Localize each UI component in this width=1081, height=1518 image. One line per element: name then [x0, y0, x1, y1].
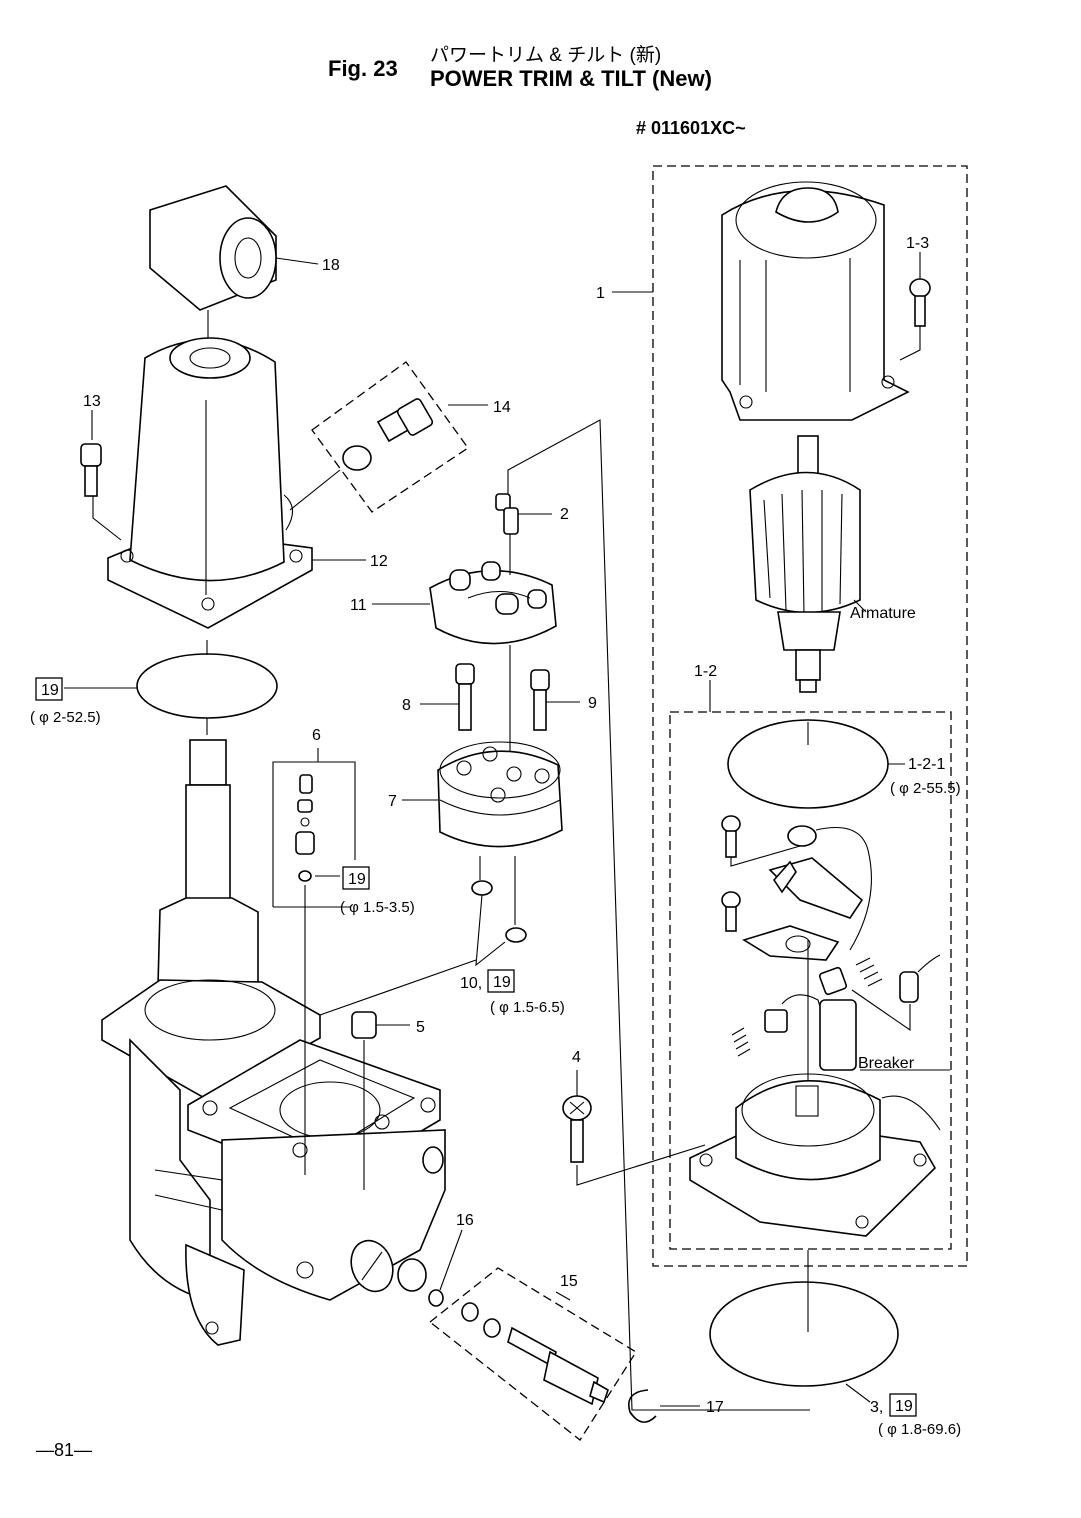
- callout-1: 1: [596, 285, 605, 302]
- callout-16: 16: [456, 1212, 474, 1229]
- pump-body: [101, 979, 446, 1346]
- part-1-3-screw: [899, 252, 931, 361]
- callout-18: 18: [322, 257, 340, 274]
- spec-o-ring-1-2-1: ( φ 2-55.5): [890, 780, 961, 797]
- piston-rod: [157, 739, 259, 996]
- callout-4: 4: [572, 1049, 581, 1066]
- part-15-manual-valve-assembly: [428, 1267, 637, 1441]
- callout-1-2-1: 1-2-1: [908, 756, 945, 773]
- page-number: —81—: [36, 1440, 93, 1460]
- callout-1-3: 1-3: [906, 235, 929, 252]
- callout-11: 11: [350, 597, 367, 614]
- callout-9: 9: [588, 695, 597, 712]
- boxed-19-3-frame: [889, 1393, 917, 1417]
- label-armature: Armature: [850, 605, 916, 622]
- callout-13: 13: [83, 393, 101, 410]
- boxed-19-10: 19: [493, 974, 511, 991]
- callout-2: 2: [560, 506, 569, 523]
- brush-holder-frame: [669, 711, 952, 1250]
- part-5-check-valve: [351, 1011, 410, 1190]
- callout-12: 12: [370, 553, 388, 570]
- part-12-cylinder: [107, 337, 366, 629]
- callout-5: 5: [416, 1019, 425, 1036]
- label-breaker: Breaker: [858, 1055, 915, 1072]
- callout-14: 14: [493, 399, 511, 416]
- title-japanese: パワートリム & チルト (新): [430, 45, 662, 66]
- part-17-snap-ring: [628, 1389, 700, 1423]
- part-14-plug-assembly: [289, 361, 488, 513]
- spec-o-ring-valve: ( φ 1.5-3.5): [340, 899, 415, 916]
- title-english: POWER TRIM & TILT (New): [430, 66, 712, 91]
- part-4-screw: [562, 1070, 706, 1186]
- breaker-parts: [721, 815, 950, 1100]
- motor-yoke: [721, 181, 910, 421]
- boxed-19-top: 19: [41, 682, 59, 699]
- o-ring-19-top: [64, 640, 278, 735]
- figure-number: Fig. 23: [328, 56, 398, 81]
- callout-1-2: 1-2: [694, 663, 717, 680]
- part-8-bolt: [420, 663, 475, 731]
- prefix-10: 10,: [460, 975, 482, 992]
- part-7-pump-gear-housing: [402, 741, 563, 925]
- serial-range: # 011601XC~: [636, 118, 746, 138]
- motor-assembly-frame: [652, 165, 968, 1267]
- part-13-bolt: [80, 410, 122, 541]
- boxed-19-top-frame: [35, 677, 63, 701]
- prefix-3: 3,: [870, 1399, 883, 1416]
- spec-o-ring-top: ( φ 2-52.5): [30, 709, 101, 726]
- armature: [749, 435, 867, 693]
- part-6-valve-assembly: [272, 748, 356, 1175]
- spec-o-ring-10: ( φ 1.5-6.5): [490, 999, 565, 1016]
- boxed-19-valve: 19: [348, 871, 366, 888]
- spec-o-ring-3: ( φ 1.8-69.6): [878, 1421, 961, 1438]
- callout-7: 7: [388, 793, 397, 810]
- motor-end-cap: [689, 1073, 941, 1237]
- part-9-bolt: [530, 669, 580, 731]
- part-16-o-ring: [428, 1229, 463, 1307]
- part-11-valve-plate: [372, 561, 557, 760]
- o-ring-3: [709, 1250, 899, 1403]
- o-ring-1-2-1: [727, 719, 905, 809]
- boxed-19-3: 19: [895, 1398, 913, 1415]
- callout-8: 8: [402, 697, 411, 714]
- callout-15: 15: [560, 1273, 578, 1290]
- callout-17: 17: [706, 1399, 724, 1416]
- part-2-pin: [495, 419, 810, 1411]
- part-10-o-rings: [319, 880, 527, 1016]
- boxed-19-10-frame: [487, 969, 515, 993]
- boxed-19-valve-frame: [342, 866, 370, 890]
- callout-6: 6: [312, 727, 321, 744]
- part-18-cap: [149, 185, 319, 311]
